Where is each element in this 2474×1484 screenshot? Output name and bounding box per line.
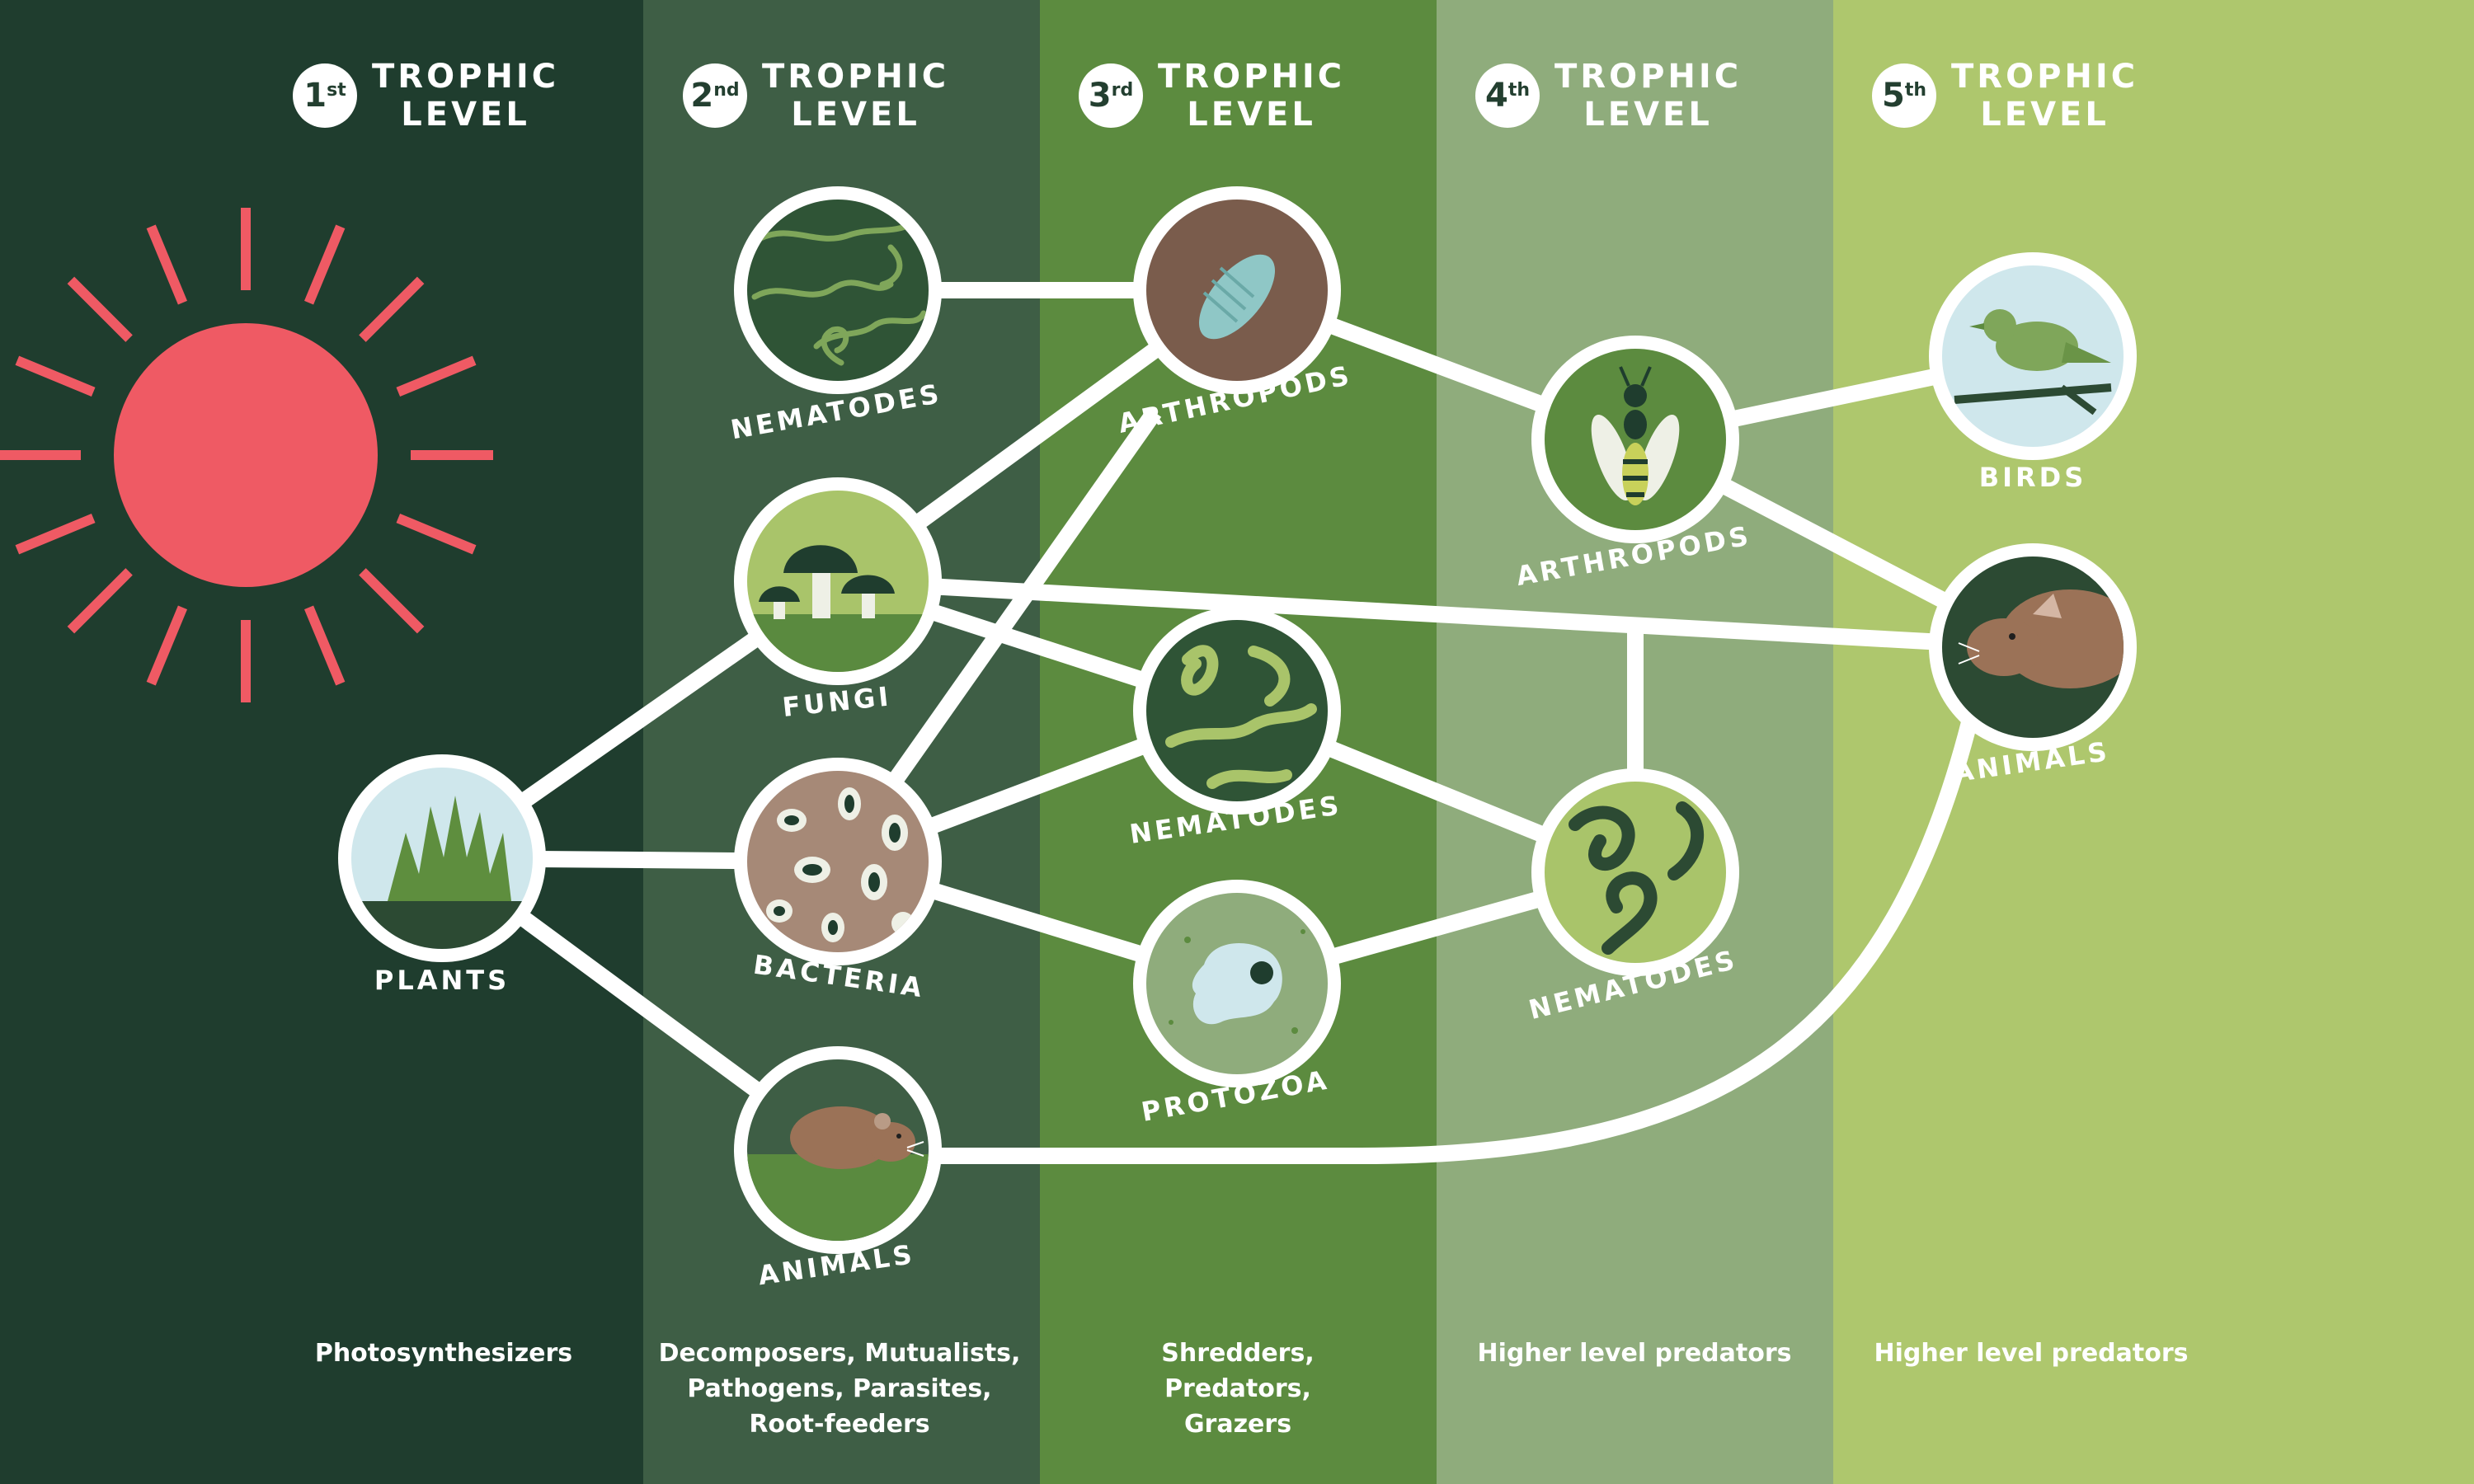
trophic-band-1 <box>0 0 643 1484</box>
woodlouse-icon <box>1146 200 1328 381</box>
level-1-word1: TROPHIC <box>372 58 560 96</box>
level-3-suffix: rd <box>1111 79 1134 101</box>
bacteria-node <box>734 758 942 965</box>
sun-ray <box>146 605 188 686</box>
label-fungi: FUNGI <box>781 680 893 723</box>
level-2-suffix: nd <box>713 79 740 101</box>
bacteria-icon <box>747 771 929 952</box>
sun-ray <box>15 513 96 555</box>
amoeba-icon <box>1146 893 1328 1074</box>
sun-ray <box>303 224 346 305</box>
sun-ray <box>146 224 188 305</box>
sun-ray <box>67 276 133 342</box>
level-2-ordinal: 2 <box>690 77 714 115</box>
fungi-node <box>734 477 942 685</box>
level-4-description: Higher level predators <box>1437 1336 1832 1371</box>
sun-ray <box>15 355 96 397</box>
level-3-word1: TROPHIC <box>1158 58 1346 96</box>
level-1-ordinal: 1 <box>303 77 327 115</box>
level-5-description: Higher level predators <box>1833 1336 2229 1371</box>
trophic-band-5 <box>1833 0 2474 1484</box>
sun-ray <box>359 568 425 634</box>
level-2-word2: LEVEL <box>791 96 920 134</box>
birds-node <box>1929 252 2137 460</box>
sun-ray <box>396 355 477 397</box>
level-2-description-text: Decomposers, Mutualists, Pathogens, Para… <box>658 1339 1021 1439</box>
level-1-description: Photosynthesizers <box>246 1336 642 1371</box>
nematodes-l3-node <box>1133 607 1341 815</box>
sun-ray <box>396 513 477 555</box>
level-2-description: Decomposers, Mutualists, Pathogens, Para… <box>642 1336 1037 1442</box>
plants-node <box>338 754 546 962</box>
level-3-word2: LEVEL <box>1187 96 1316 134</box>
sun-ray <box>67 568 133 634</box>
animals-l5-node <box>1929 543 2137 751</box>
shrew-icon <box>1942 556 2124 738</box>
animals-l2-node <box>734 1046 942 1254</box>
level-5-ordinal: 5 <box>1881 77 1905 115</box>
protozoa-node <box>1133 880 1341 1087</box>
level-5-suffix: th <box>1904 79 1927 101</box>
arthropods-l4-node <box>1531 336 1739 543</box>
worm-icon <box>1146 620 1328 801</box>
label-plants: PLANTS <box>374 965 510 996</box>
level-2-word1: TROPHIC <box>762 58 950 96</box>
worm-icon <box>747 200 929 381</box>
sun-icon <box>0 208 493 702</box>
level-5-word1: TROPHIC <box>1951 58 2139 96</box>
arthropods-l3-node <box>1133 186 1341 394</box>
level-4-word1: TROPHIC <box>1554 58 1743 96</box>
bird-icon <box>1942 265 2124 447</box>
level-5-word2: LEVEL <box>1980 96 2109 134</box>
level-1-description-text: Photosynthesizers <box>314 1339 573 1368</box>
level-1-suffix: st <box>327 79 346 101</box>
level-4-description-text: Higher level predators <box>1477 1339 1792 1368</box>
wasp-icon <box>1545 349 1726 530</box>
level-4-suffix: th <box>1507 79 1531 101</box>
level-1-word2: LEVEL <box>401 96 530 134</box>
nematodes-l4-node <box>1531 768 1739 976</box>
level-4-word2: LEVEL <box>1583 96 1713 134</box>
label-birds: BIRDS <box>1979 462 2087 493</box>
level-3-description: Shredders, Predators, Grazers <box>1040 1336 1436 1442</box>
level-5-description-text: Higher level predators <box>1874 1339 2189 1368</box>
sun-ray <box>303 605 346 686</box>
level-3-description-text: Shredders, Predators, Grazers <box>1161 1339 1315 1439</box>
link-animals2-animals5 <box>838 697 1983 1164</box>
sun-ray <box>359 276 425 342</box>
level-3-ordinal: 3 <box>1088 77 1112 115</box>
level-4-ordinal: 4 <box>1484 77 1508 115</box>
nematodes-l2-node <box>734 186 942 394</box>
worm-icon <box>1545 782 1726 963</box>
grass-icon <box>351 768 533 949</box>
